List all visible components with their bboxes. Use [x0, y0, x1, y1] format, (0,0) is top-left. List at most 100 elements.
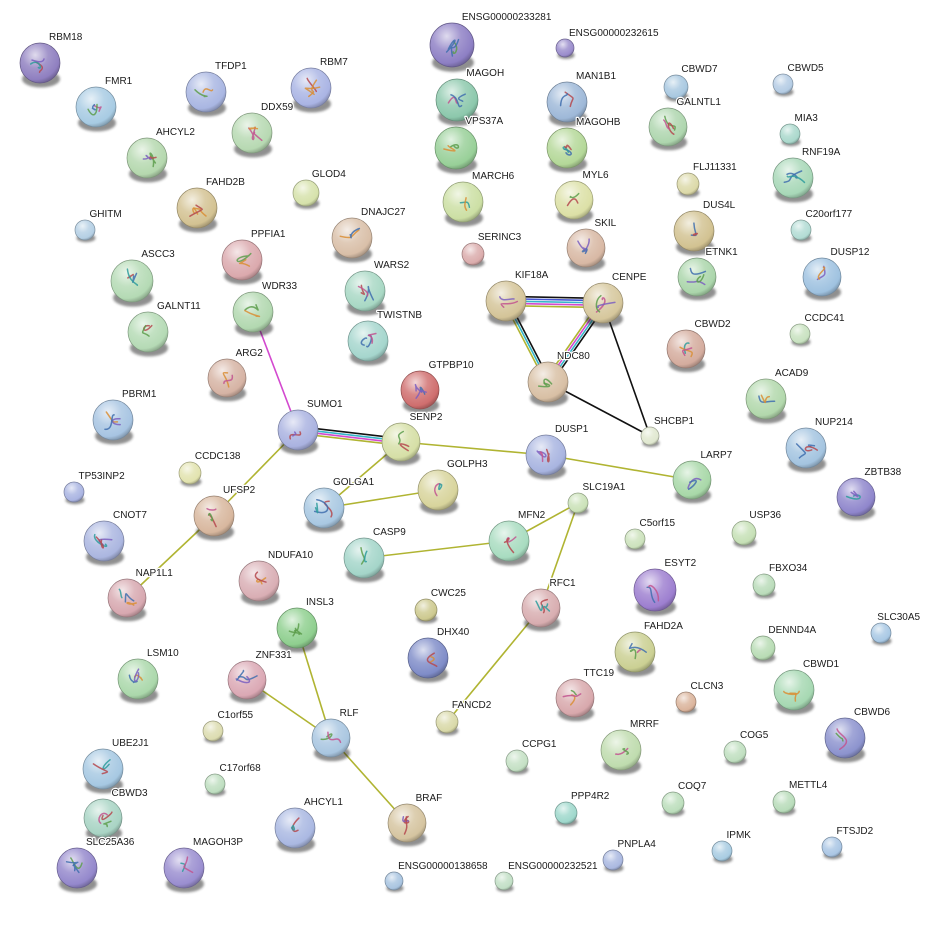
protein-node-ENSG00000138658[interactable] [384, 871, 404, 892]
protein-node-ACAD9[interactable] [745, 378, 787, 424]
protein-node-CBWD2[interactable] [666, 329, 706, 373]
protein-node-SHCBP1[interactable] [640, 426, 660, 447]
protein-node-FTSJD2[interactable] [821, 836, 843, 860]
protein-node-C17orf68[interactable] [204, 773, 226, 797]
protein-node-CCPG1[interactable] [505, 749, 529, 775]
protein-node-CCDC138[interactable] [178, 461, 202, 487]
protein-node-SLC30A5[interactable] [870, 622, 892, 646]
protein-node-INSL3[interactable] [276, 607, 318, 653]
protein-node-BRAF[interactable] [387, 803, 427, 847]
protein-node-LSM10[interactable] [117, 658, 159, 704]
protein-node-DHX40[interactable] [407, 637, 449, 683]
protein-node-ETNK1[interactable] [677, 257, 717, 301]
protein-node-WARS2[interactable] [344, 270, 386, 316]
protein-node-SKIL[interactable] [566, 228, 606, 272]
edge-CASP9-MFN2[interactable] [363, 540, 510, 559]
protein-node-DUS4L[interactable] [673, 210, 715, 256]
protein-node-DUSP12[interactable] [802, 257, 842, 301]
protein-node-NAP1L1[interactable] [107, 578, 147, 622]
protein-node-GTPBP10[interactable] [400, 370, 440, 414]
protein-node-TWISTNB[interactable] [347, 320, 389, 366]
protein-node-MAGOHB[interactable] [546, 127, 588, 173]
protein-node-ENSG00000232615[interactable] [555, 38, 575, 59]
protein-node-TFDP1[interactable] [185, 71, 227, 117]
protein-node-CWC25[interactable] [414, 598, 438, 624]
protein-node-RFC1[interactable] [521, 588, 561, 632]
protein-node-ENSG00000232521[interactable] [494, 871, 514, 892]
protein-node-ZBTB38[interactable] [836, 477, 876, 521]
protein-node-SERINC3[interactable] [461, 242, 485, 268]
protein-node-FAHD2B[interactable] [176, 187, 218, 233]
protein-node-FBXO34[interactable] [752, 573, 776, 599]
edge-RFC1-FANCD2[interactable] [446, 607, 542, 723]
protein-node-VPS37A[interactable] [434, 126, 478, 174]
protein-node-CLCN3[interactable] [675, 691, 697, 715]
protein-node-DENND4A[interactable] [750, 635, 776, 663]
protein-node-MAGOH3P[interactable] [163, 847, 205, 893]
protein-node-METTL4[interactable] [772, 790, 796, 816]
protein-node-COG5[interactable] [723, 740, 747, 766]
protein-node-MAGOH[interactable] [435, 78, 479, 126]
protein-node-CASP9[interactable] [343, 537, 385, 583]
protein-node-NDC80[interactable] [527, 361, 569, 407]
protein-node-SENP2[interactable] [381, 422, 421, 466]
protein-node-LARP7[interactable] [672, 460, 712, 504]
protein-node-SUMO1[interactable] [277, 409, 319, 455]
protein-node-CENPE[interactable] [582, 282, 624, 328]
protein-node-ZNF331[interactable] [227, 660, 267, 704]
protein-node-ARG2[interactable] [207, 358, 247, 402]
edge-DUSP1-LARP7[interactable] [545, 454, 693, 481]
protein-node-PPP4R2[interactable] [554, 801, 578, 827]
protein-node-PNPLA4[interactable] [602, 849, 624, 873]
protein-node-C1orf55[interactable] [202, 720, 224, 744]
protein-node-AHCYL2[interactable] [126, 137, 168, 183]
protein-node-RBM7[interactable] [290, 67, 332, 113]
protein-node-NDUFA10[interactable] [238, 560, 280, 606]
protein-node-MARCH6[interactable] [442, 181, 484, 227]
protein-node-PBRM1[interactable] [92, 399, 134, 445]
protein-node-NUP214[interactable] [785, 427, 827, 473]
protein-node-MIA3[interactable] [779, 123, 801, 147]
protein-node-FANCD2[interactable] [435, 710, 459, 736]
protein-node-GLOD4[interactable] [292, 179, 320, 209]
protein-node-GOLPH3[interactable] [417, 469, 459, 515]
protein-node-MAN1B1[interactable] [546, 81, 588, 127]
protein-node-ENSG00000233281[interactable] [429, 22, 475, 72]
protein-node-DUSP1[interactable] [525, 434, 567, 480]
protein-node-C5orf15[interactable] [624, 528, 646, 552]
protein-node-FMR1[interactable] [75, 86, 117, 132]
protein-node-DDX59[interactable] [231, 112, 273, 158]
protein-node-CBWD7[interactable] [663, 74, 689, 102]
protein-node-PPFIA1[interactable] [221, 239, 263, 285]
protein-node-KIF18A[interactable] [485, 280, 527, 326]
protein-node-GOLGA1[interactable] [303, 487, 345, 533]
protein-node-TP53INP2[interactable] [63, 481, 85, 505]
protein-node-AHCYL1[interactable] [274, 807, 316, 853]
protein-node-RNF19A[interactable] [772, 157, 814, 203]
protein-node-DNAJC27[interactable] [331, 217, 373, 263]
protein-node-TTC19[interactable] [555, 678, 595, 722]
protein-node-USP36[interactable] [731, 520, 757, 548]
protein-node-CNOT7[interactable] [83, 520, 125, 566]
protein-node-GHITM[interactable] [74, 219, 96, 243]
protein-node-IPMK[interactable] [711, 840, 733, 864]
protein-node-ASCC3[interactable] [110, 259, 154, 307]
protein-node-MYL6[interactable] [554, 180, 594, 224]
protein-node-COQ7[interactable] [661, 791, 685, 817]
protein-node-RLF[interactable] [311, 718, 351, 762]
protein-node-CBWD5[interactable] [772, 73, 794, 97]
protein-node-RBM18[interactable] [19, 42, 61, 88]
protein-node-GALNTL1[interactable] [648, 107, 688, 151]
protein-node-MFN2[interactable] [488, 520, 530, 566]
protein-node-C20orf177[interactable] [790, 219, 812, 243]
protein-node-ESYT2[interactable] [633, 568, 677, 616]
protein-node-MRRF[interactable] [600, 729, 642, 775]
protein-node-SLC19A1[interactable] [567, 492, 589, 516]
protein-node-CBWD6[interactable] [824, 717, 866, 763]
protein-node-CCDC41[interactable] [789, 323, 811, 347]
protein-node-CBWD3[interactable] [83, 798, 123, 842]
protein-node-GALNT11[interactable] [127, 311, 169, 357]
protein-node-FAHD2A[interactable] [614, 631, 656, 677]
protein-node-UFSP2[interactable] [193, 495, 235, 541]
